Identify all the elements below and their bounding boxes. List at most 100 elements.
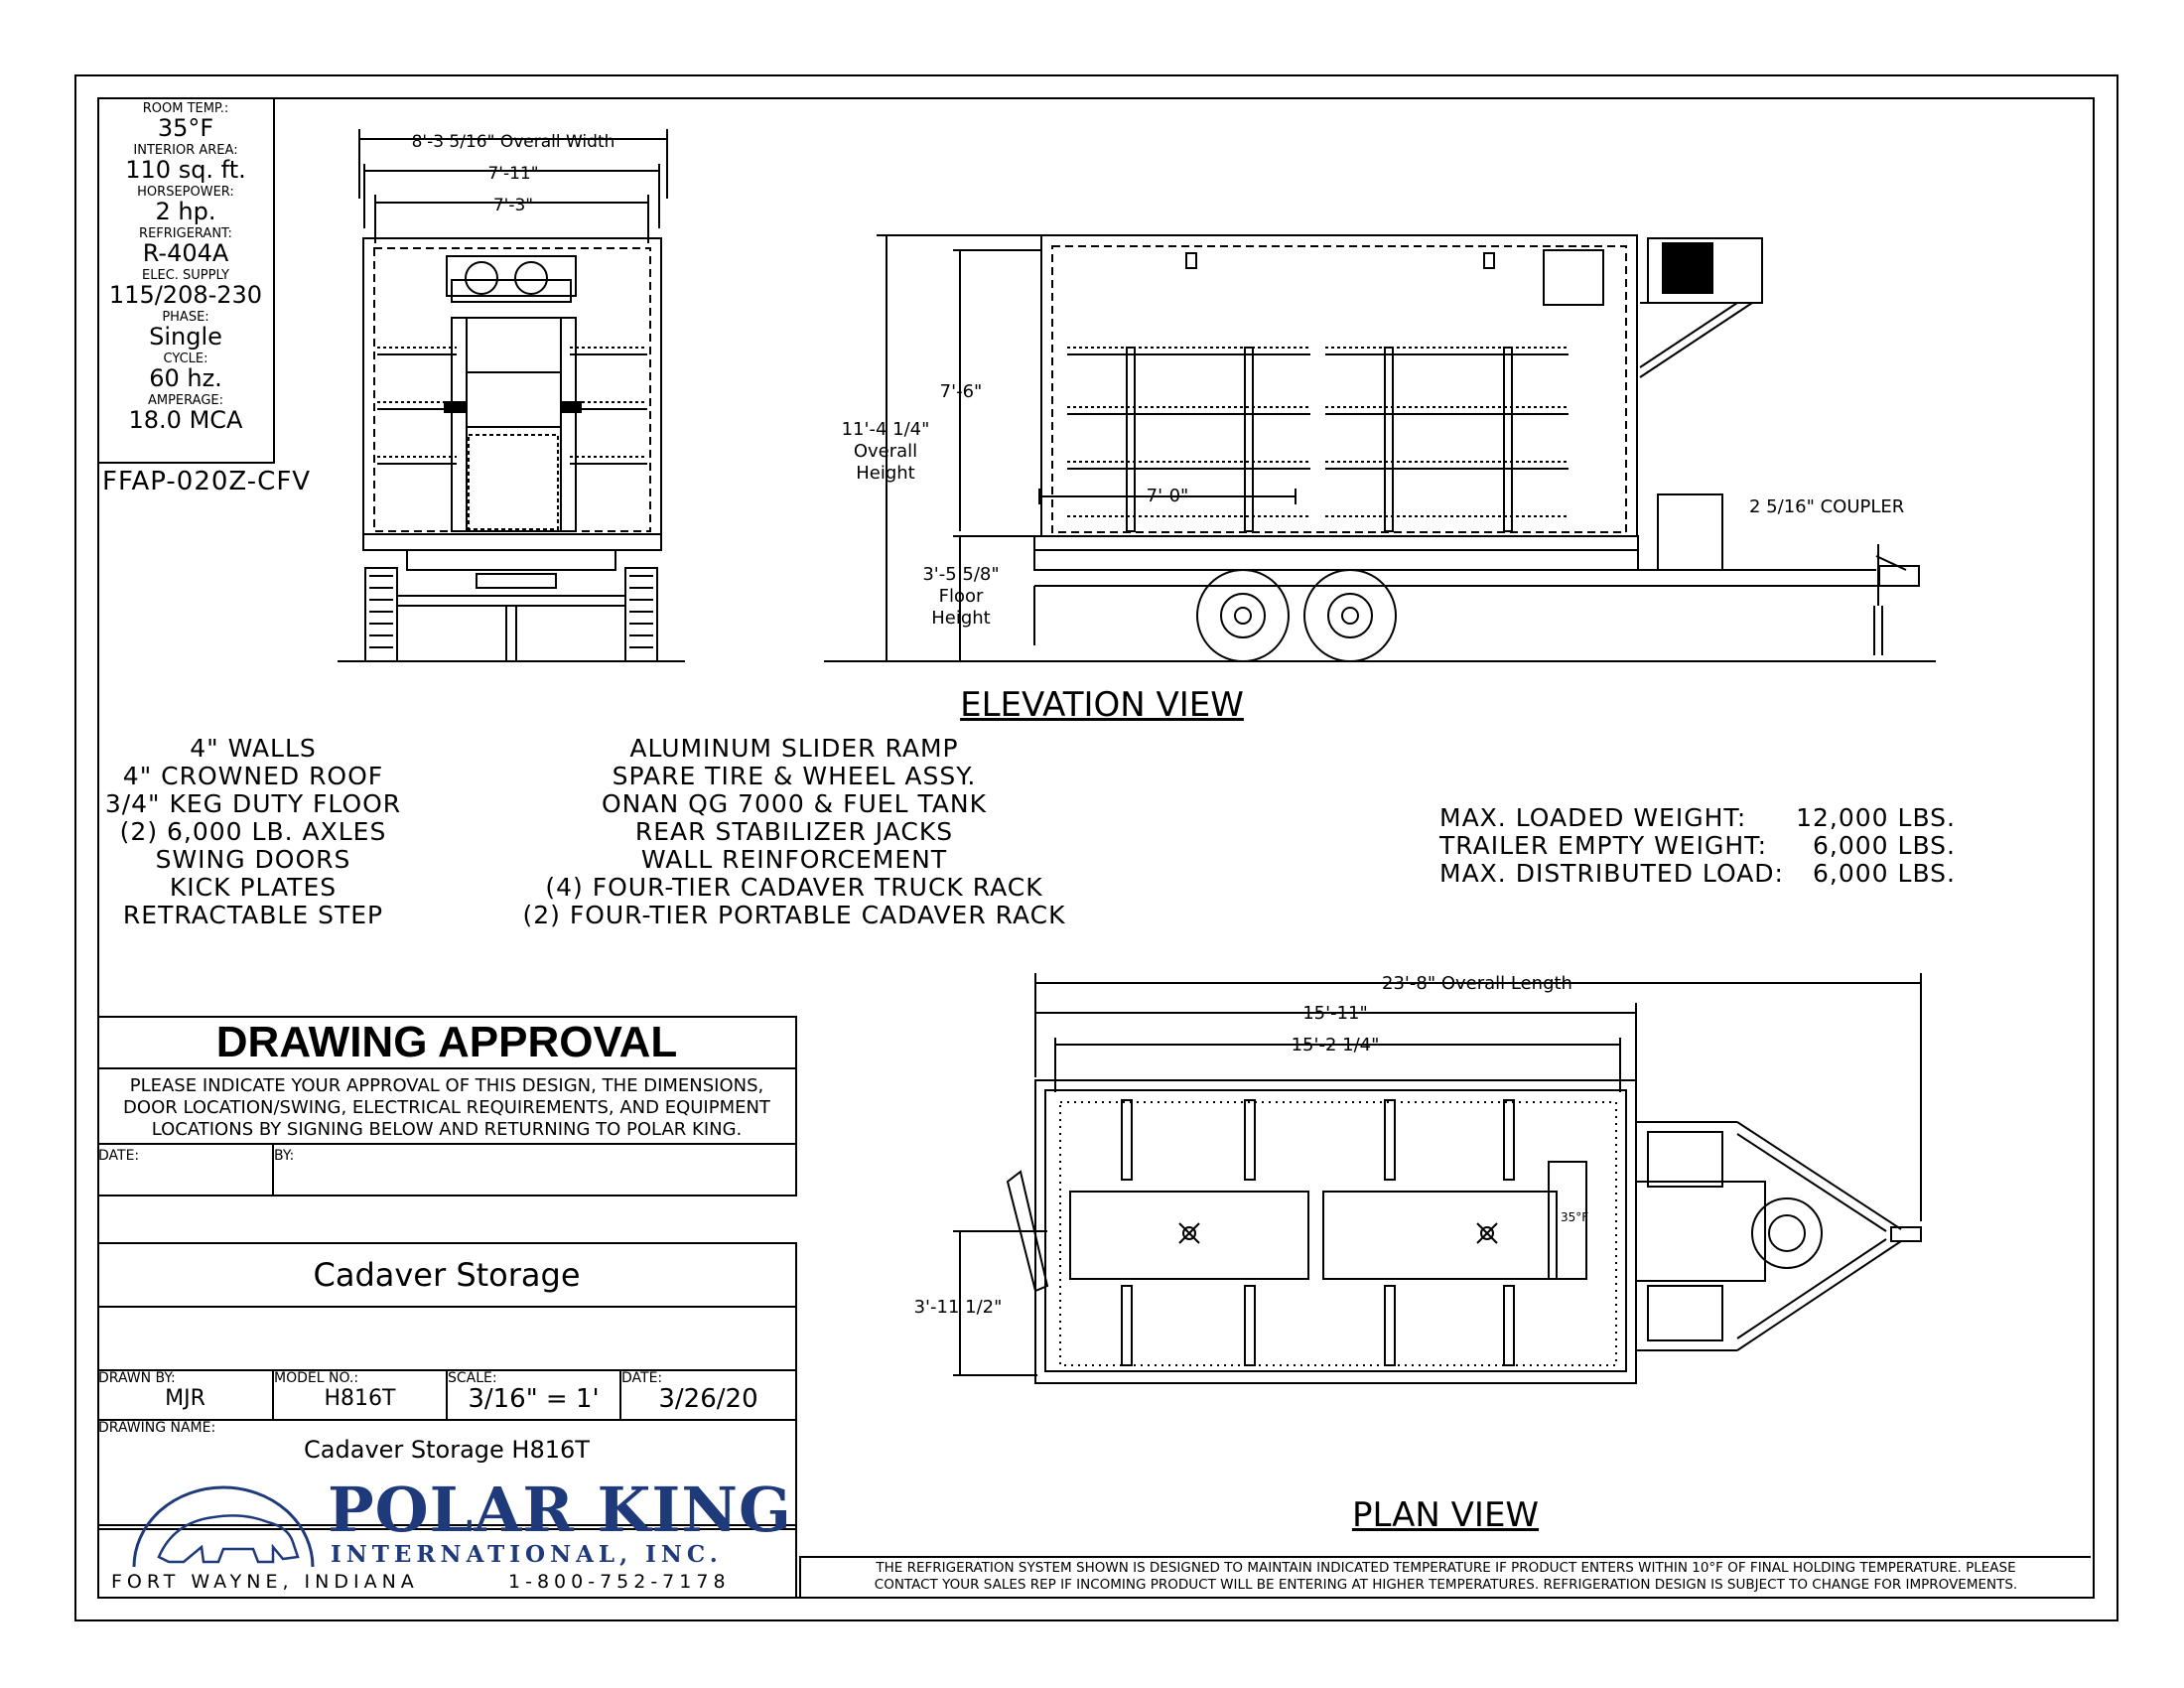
drawn-by-value: MJR [165, 1386, 205, 1411]
refrigerant-label: REFRIGERANT: [139, 226, 232, 241]
elec-supply-label: ELEC. SUPPLY [142, 268, 229, 283]
feature-item: ALUMINUM SLIDER RAMP [629, 734, 959, 763]
refrigerant-value: R-404A [142, 239, 229, 267]
feature-item: SWING DOORS [155, 845, 351, 874]
amperage-value: 18.0 MCA [128, 406, 243, 434]
drawing-name-row: DRAWING NAME: Cadaver Storage H816T [98, 1421, 795, 1471]
overall-height-label-2: Height [856, 463, 915, 484]
features-center: ALUMINUM SLIDER RAMP SPARE TIRE & WHEEL … [486, 735, 1102, 929]
outer-border [74, 74, 2118, 1621]
feature-item: (4) FOUR-TIER CADAVER TRUCK RACK [545, 873, 1043, 902]
feature-item: (2) 6,000 LB. AXLES [119, 817, 387, 846]
front-width-2: 7'-3" [493, 196, 533, 215]
feature-item: REAR STABILIZER JACKS [634, 817, 954, 846]
elevation-view-title: ELEVATION VIEW [960, 685, 1244, 725]
date-label: DATE: [98, 1148, 140, 1164]
model-cell: MODEL NO.: H816T [274, 1371, 448, 1419]
floor-height-dim: 3'-5 5/8" [922, 564, 999, 585]
front-overall-width: 8'-3 5/16" Overall Width [412, 132, 615, 152]
scale-label: SCALE: [448, 1370, 497, 1386]
weight-value: 6,000 LBS. [1813, 831, 1956, 860]
feature-item: SPARE TIRE & WHEEL ASSY. [612, 762, 977, 790]
plan-length-2: 15'-2 1/4" [1292, 1035, 1380, 1055]
by-label: BY: [274, 1148, 295, 1164]
weight-value: 12,000 LBS. [1796, 803, 1956, 832]
feature-item: WALL REINFORCEMENT [640, 845, 948, 874]
coupler-label: 2 5/16" COUPLER [1749, 496, 1904, 517]
plan-temp-mark: 35°F [1561, 1210, 1588, 1224]
feature-item: 4" CROWNED ROOF [122, 762, 384, 790]
disclaimer-box: THE REFRIGERATION SYSTEM SHOWN IS DESIGN… [799, 1556, 2091, 1598]
interior-height-dim: 7'-6" [940, 381, 983, 402]
company-phone: 1-800-752-7178 [508, 1571, 731, 1593]
scale-cell: SCALE: 3/16" = 1' [448, 1371, 621, 1419]
rack-length-dim: 7'-0" [1147, 486, 1189, 506]
plan-view-title: PLAN VIEW [1351, 1495, 1540, 1535]
horsepower-label: HORSEPOWER: [137, 185, 234, 200]
plan-width-dim: 3'-11 1/2" [914, 1297, 1003, 1318]
company-logo [98, 1524, 797, 1597]
unit-model: FFAP-020Z-CFV [102, 467, 312, 496]
cycle-label: CYCLE: [163, 352, 208, 366]
feature-item: RETRACTABLE STEP [122, 901, 384, 929]
disclaimer-line: CONTACT YOUR SALES REP IF INCOMING PRODU… [874, 1577, 2018, 1593]
approval-divider [98, 1067, 795, 1069]
approval-text-line: LOCATIONS BY SIGNING BELOW AND RETURNING… [151, 1119, 743, 1140]
approval-title: DRAWING APPROVAL [215, 1018, 678, 1066]
drawing-name-value: Cadaver Storage H816T [304, 1436, 590, 1464]
overall-height-label-1: Overall [854, 441, 917, 462]
title-block: Cadaver Storage DRAWN BY: MJR MODEL NO.:… [98, 1242, 797, 1530]
floor-height-label-2: Height [931, 608, 991, 629]
amperage-label: AMPERAGE: [147, 393, 223, 408]
weight-label: TRAILER EMPTY WEIGHT: [1439, 831, 1768, 860]
approval-text: PLEASE INDICATE YOUR APPROVAL OF THIS DE… [98, 1075, 795, 1141]
features-left: 4" WALLS 4" CROWNED ROOF 3/4" KEG DUTY F… [99, 735, 407, 929]
floor-height-label-1: Floor [939, 586, 984, 607]
feature-item: 3/4" KEG DUTY FLOOR [104, 789, 402, 818]
front-view [338, 129, 685, 662]
approval-text-line: DOOR LOCATION/SWING, ELECTRICAL REQUIREM… [123, 1097, 770, 1118]
info-row: DRAWN BY: MJR MODEL NO.: H816T SCALE: 3/… [98, 1371, 795, 1421]
date-field[interactable]: DATE: [98, 1143, 274, 1195]
weight-value: 6,000 LBS. [1813, 859, 1956, 888]
interior-area-label: INTERIOR AREA: [133, 143, 238, 158]
feature-item: (2) FOUR-TIER PORTABLE CADAVER RACK [522, 901, 1066, 929]
feature-item: ONAN QG 7000 & FUEL TANK [601, 789, 987, 818]
polar-bear-logo-icon [132, 1485, 315, 1568]
feature-item: 4" WALLS [190, 734, 317, 763]
by-field[interactable]: BY: [274, 1143, 795, 1195]
horsepower-value: 2 hp. [155, 198, 216, 225]
plan-length-1: 15'-11" [1302, 1003, 1368, 1024]
front-width-1: 7'-11" [487, 164, 538, 184]
cycle-value: 60 hz. [149, 364, 222, 392]
overall-height-dim: 11'-4 1/4" [842, 419, 930, 440]
date-cell: DATE: 3/26/20 [621, 1371, 795, 1419]
spec-box: ROOM TEMP.: 35°F INTERIOR AREA: 110 sq. … [98, 98, 275, 464]
room-temp-label: ROOM TEMP.: [142, 101, 229, 116]
approval-header: DRAWING APPROVAL PLEASE INDICATE YOUR AP… [98, 1016, 797, 1196]
approval-block: DRAWING APPROVAL PLEASE INDICATE YOUR AP… [98, 1016, 797, 1597]
plan-view [953, 973, 1922, 1384]
plan-overall-length: 23'-8" Overall Length [1382, 973, 1572, 994]
company-sub: INTERNATIONAL, INC. [331, 1541, 723, 1568]
elec-supply-value: 115/208-230 [108, 281, 263, 309]
date-value: 3/26/20 [658, 1384, 758, 1414]
weight-label: MAX. LOADED WEIGHT: [1439, 803, 1747, 832]
drawing-name-label: DRAWING NAME: [98, 1420, 216, 1436]
company-name: POLAR KING [328, 1474, 792, 1546]
approval-text-line: PLEASE INDICATE YOUR APPROVAL OF THIS DE… [129, 1075, 764, 1096]
company-location: FORT WAYNE, INDIANA [111, 1571, 419, 1593]
blank-row [98, 1308, 795, 1371]
project-title: Cadaver Storage [98, 1244, 795, 1308]
weight-label: MAX. DISTRIBUTED LOAD: [1439, 859, 1784, 888]
model-label: MODEL NO.: [274, 1370, 359, 1386]
side-elevation [824, 234, 1936, 662]
interior-area-value: 110 sq. ft. [125, 156, 246, 184]
inner-border [97, 97, 2095, 1599]
model-value: H816T [324, 1386, 396, 1411]
phase-value: Single [149, 323, 222, 351]
date-label-2: DATE: [621, 1370, 663, 1386]
drawn-by-label: DRAWN BY: [98, 1370, 176, 1386]
weights-table: MAX. LOADED WEIGHT: 12,000 LBS. TRAILER … [1439, 804, 1956, 888]
